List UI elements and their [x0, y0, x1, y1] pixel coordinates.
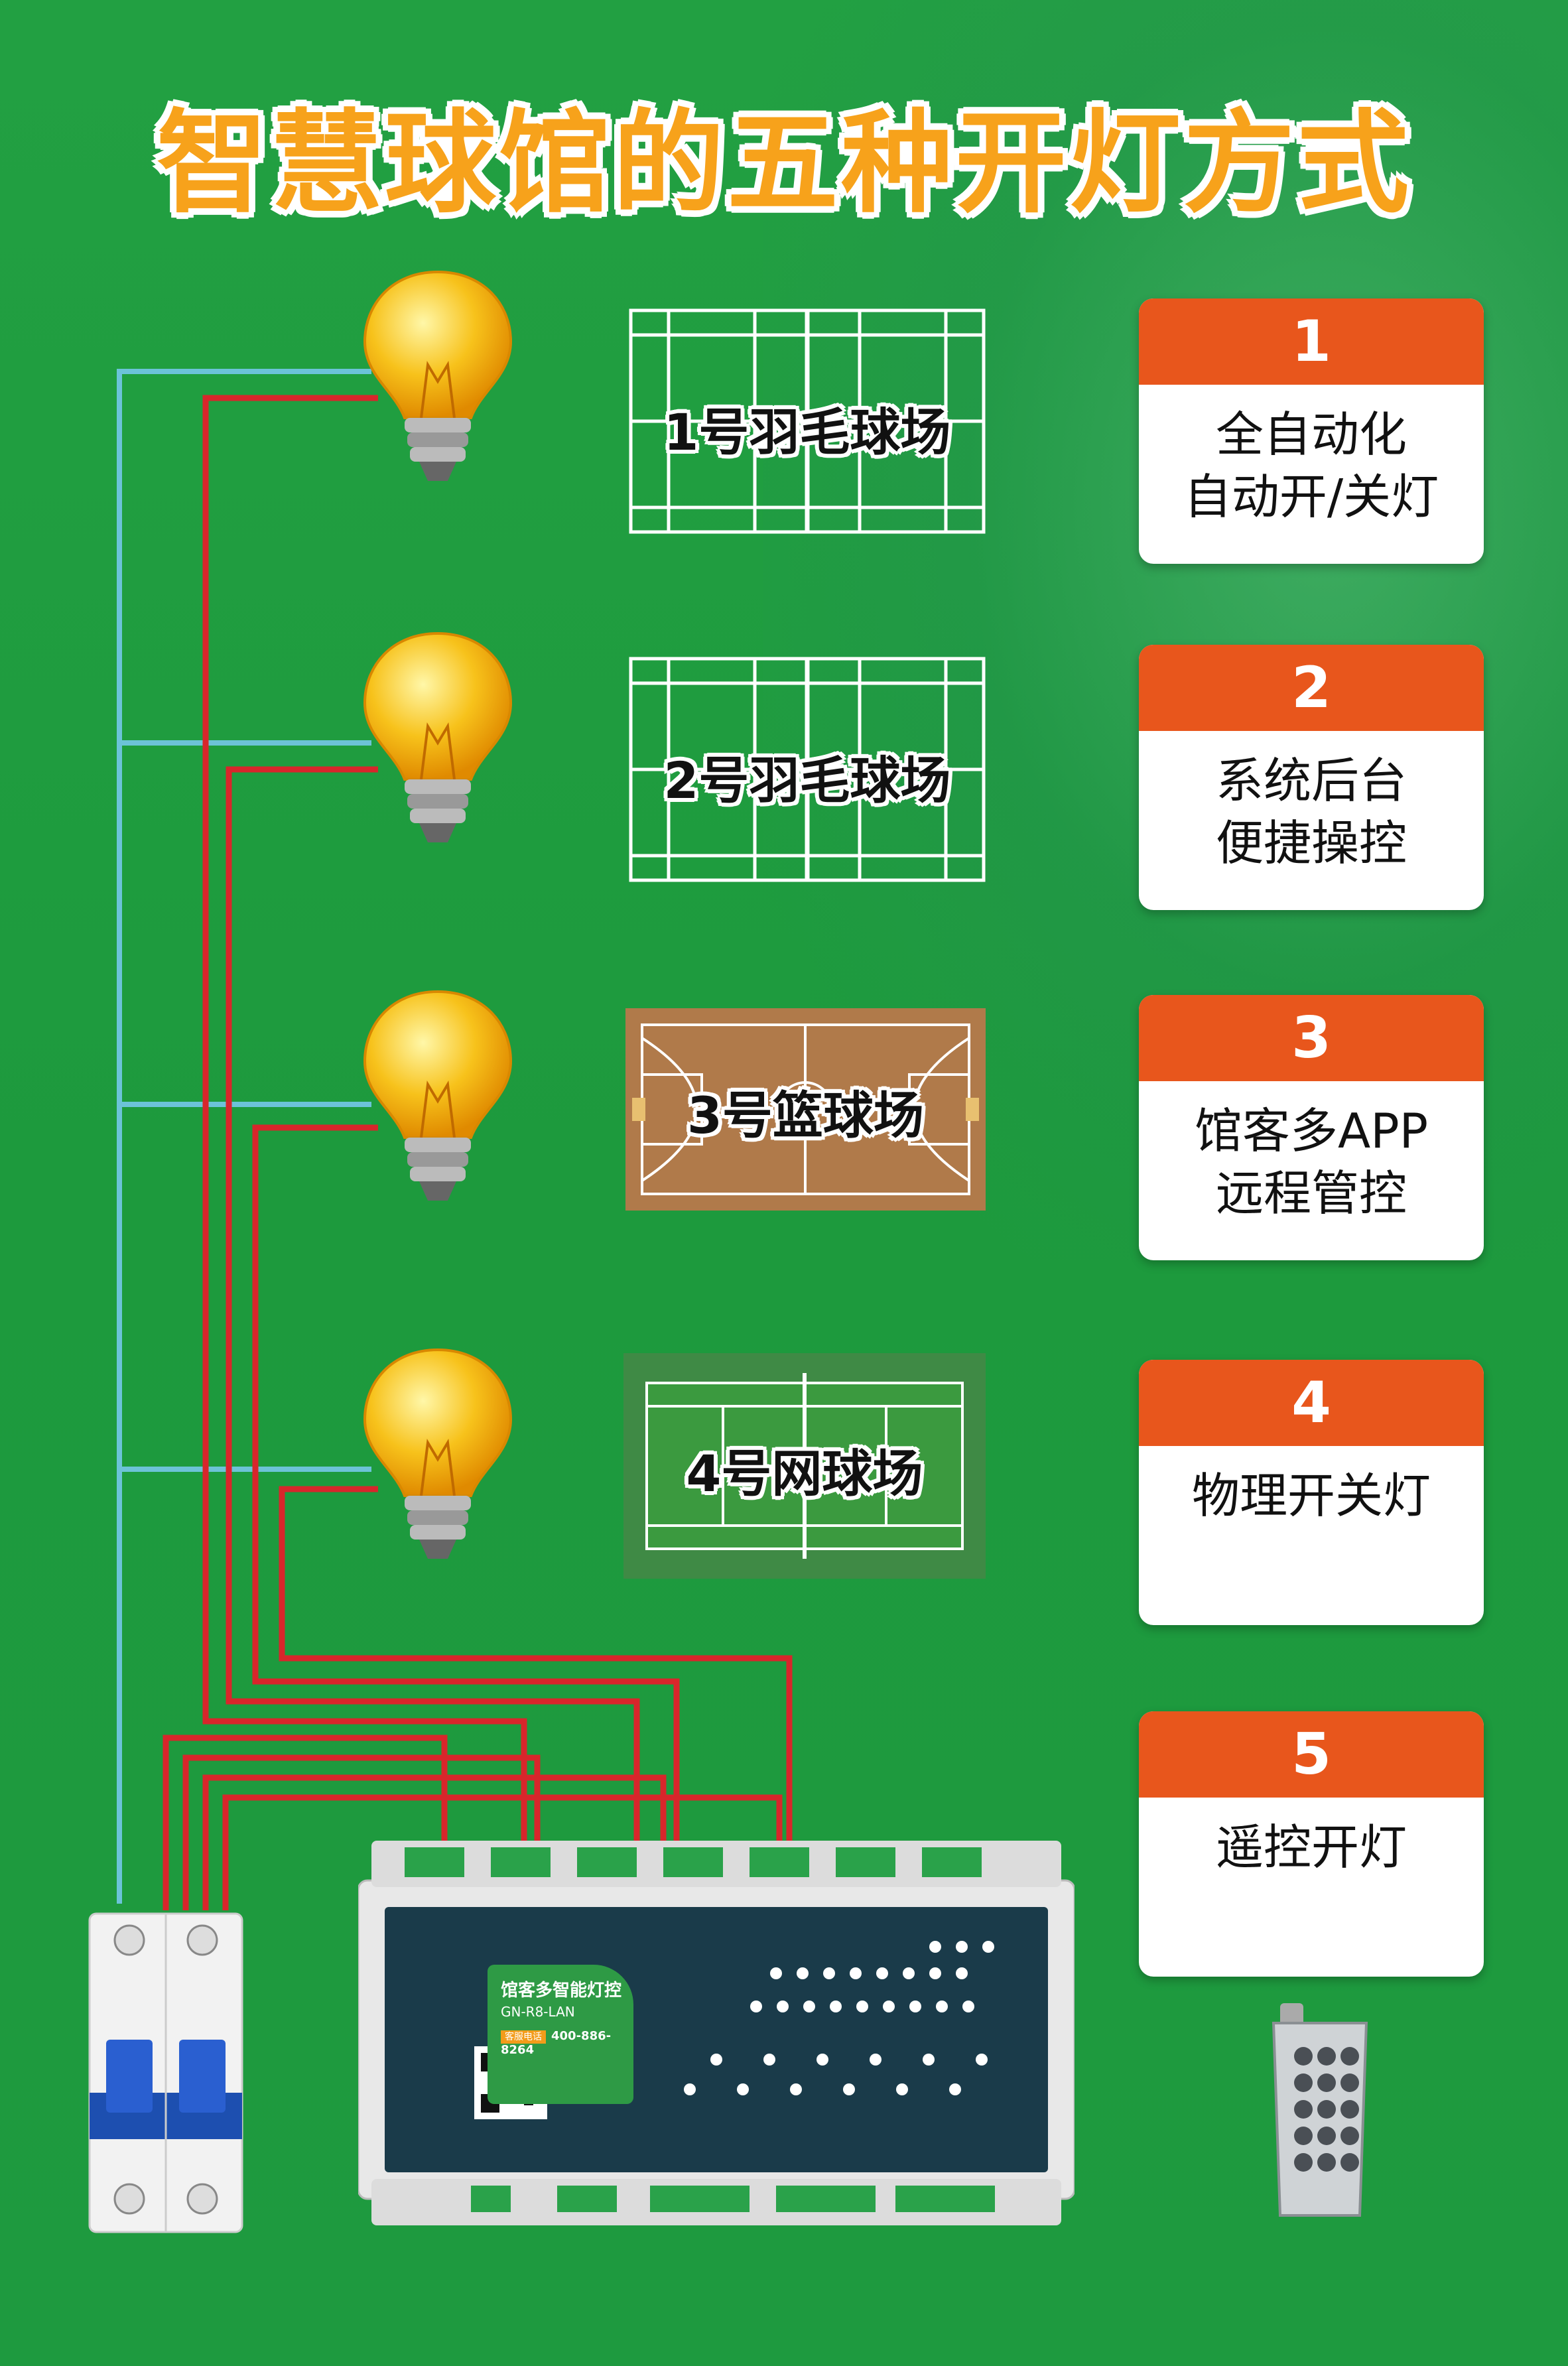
- method-number: 1: [1139, 298, 1484, 385]
- method-card-4: 4 物理开关灯: [1139, 1360, 1484, 1625]
- court-label-2: 2号羽毛球场: [663, 751, 951, 810]
- light-bulb-icon: [363, 1348, 513, 1559]
- remote-control-icon: [1272, 2003, 1368, 2217]
- method-number: 3: [1139, 995, 1484, 1081]
- method-text: 全自动化 自动开/关灯: [1183, 407, 1439, 525]
- method-text: 系统后台 便捷操控: [1215, 753, 1407, 871]
- hotline-phone: 400-886-8264: [501, 2029, 612, 2057]
- light-bulb-icon: [363, 270, 513, 481]
- method-card-1: 1 全自动化 自动开/关灯: [1139, 298, 1484, 564]
- live-wires: [163, 395, 793, 1910]
- court-label-4: 4号网球场: [686, 1444, 923, 1503]
- badminton-court-1: [629, 308, 986, 534]
- light-bulb-icon: [363, 990, 513, 1201]
- method-text: 馆客多APP 远程管控: [1194, 1103, 1429, 1221]
- smart-light-controller: [358, 1841, 1075, 2225]
- controller-brand: 馆客多智能灯控: [501, 1981, 622, 2001]
- court-label-3: 3号篮球场: [687, 1086, 924, 1145]
- neutral-wires: [117, 369, 371, 1904]
- method-card-2: 2 系统后台 便捷操控: [1139, 645, 1484, 910]
- method-card-3: 3 馆客多APP 远程管控: [1139, 995, 1484, 1260]
- badminton-court-2: [629, 657, 986, 882]
- page-title: 智慧球馆的五种开灯方式: [157, 98, 1411, 228]
- light-bulb-icon: [363, 631, 513, 842]
- method-card-5: 5 遥控开灯: [1139, 1711, 1484, 1977]
- controller-model: GN-R8-LAN: [501, 2004, 575, 2020]
- hotline-badge: 客服电话: [501, 2030, 546, 2044]
- basketball-court: [625, 1008, 986, 1211]
- method-number: 2: [1139, 645, 1484, 731]
- court-label-1: 1号羽毛球场: [663, 403, 951, 462]
- method-text: 物理开关灯: [1191, 1468, 1431, 1524]
- method-number: 5: [1139, 1711, 1484, 1798]
- method-number: 4: [1139, 1360, 1484, 1446]
- method-text: 遥控开灯: [1215, 1819, 1407, 1875]
- circuit-breaker-icon: [88, 1912, 243, 2233]
- tennis-court: [623, 1353, 986, 1579]
